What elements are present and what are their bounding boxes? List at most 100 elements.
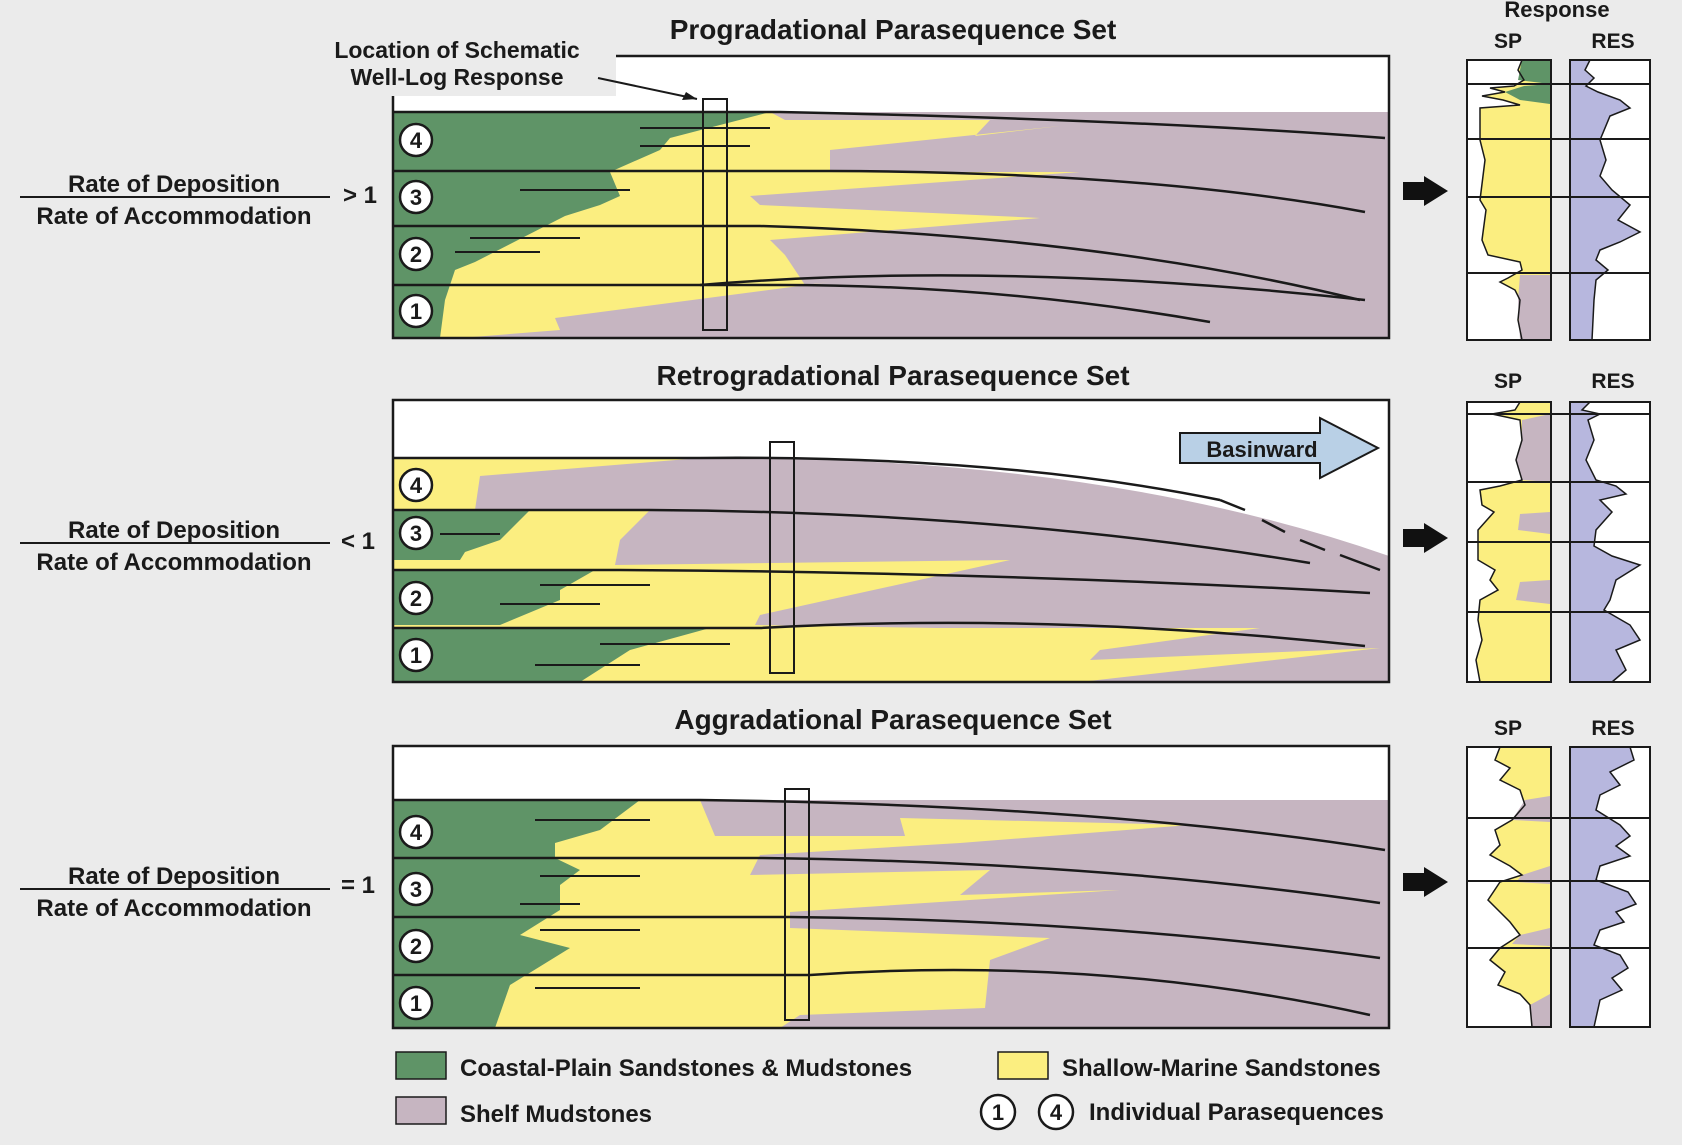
number-circle — [398, 985, 434, 1021]
cross-section-fill — [393, 110, 1389, 338]
basinward-arrow-icon — [1179, 416, 1381, 480]
sp-curve — [1487, 746, 1533, 1028]
number-circle — [398, 580, 434, 616]
parasequence-boundary — [393, 456, 1221, 502]
sp-curve-fill — [1480, 60, 1550, 340]
cross-section-frame — [391, 744, 1391, 1030]
well-log-progradational — [1466, 59, 1651, 341]
panel-title: Aggradational Parasequence Set — [674, 704, 1111, 735]
sp-curve — [1479, 59, 1526, 341]
log-gap — [1551, 747, 1570, 1027]
parasequence-boundary — [699, 274, 1366, 302]
number-label: 3 — [410, 877, 422, 902]
parasequence-boundary — [393, 169, 1366, 214]
legend-marine-label: Shallow-Marine Sandstones — [1062, 1055, 1381, 1082]
legend-number-first: 1 — [992, 1100, 1004, 1125]
coastal-plain-area — [393, 112, 770, 338]
coastal-plain-area — [393, 570, 595, 625]
parasequence-boundary — [393, 508, 1311, 565]
number-label: 4 — [410, 473, 423, 498]
number-circle — [398, 814, 434, 850]
number-circle — [398, 293, 434, 329]
panel-aggradational: Aggradational Parasequence Set 4 3 2 1 R… — [20, 704, 1651, 1030]
number-label: 4 — [410, 128, 423, 153]
well-location-box — [784, 788, 810, 1021]
res-frame — [1569, 746, 1651, 1028]
number-label: 1 — [410, 299, 422, 324]
parasequence-boundary — [393, 856, 1381, 905]
number-circle — [398, 467, 434, 503]
res-frame — [1569, 59, 1651, 341]
sp-shelf-fill — [1512, 796, 1550, 822]
number-label: 1 — [410, 991, 422, 1016]
cross-section-fill — [393, 798, 1389, 1028]
cross-section-frame — [391, 54, 1391, 340]
sp-header: SP — [1494, 30, 1522, 53]
res-curve — [1584, 59, 1642, 341]
number-circle — [398, 928, 434, 964]
log-boundaries — [1467, 817, 1650, 949]
well-location-box — [702, 98, 728, 331]
ratio-numerator: Rate of Deposition — [68, 863, 280, 890]
number-label: 3 — [410, 521, 422, 546]
number-label: 3 — [410, 185, 422, 210]
parasequence-numbers: 4 3 2 1 — [398, 122, 434, 329]
sp-coastal-fill — [1505, 84, 1550, 104]
ratio-numerator: Rate of Deposition — [68, 517, 280, 544]
sp-shelf-fill — [1516, 414, 1550, 482]
number-circle — [398, 637, 434, 673]
log-boundaries — [1467, 83, 1650, 274]
sp-header: SP — [1494, 717, 1522, 740]
number-circle — [398, 179, 434, 215]
parasequence-boundary — [393, 968, 1371, 1017]
coastal-plain-area — [393, 628, 710, 682]
right-arrow-icon — [1403, 867, 1448, 897]
res-curve-fill — [1571, 60, 1640, 340]
number-circle — [398, 236, 434, 272]
callout-line2: Well-Log Response — [351, 64, 564, 90]
parasequence-boundary — [393, 915, 1381, 960]
parasequence-numbers: 4 3 2 1 — [398, 814, 434, 1021]
legend-swatch-shelf — [395, 1096, 447, 1125]
legend-number-circle — [1037, 1093, 1075, 1131]
parasequence-boundary — [393, 621, 1366, 648]
sp-frame — [1466, 746, 1552, 1028]
well-location-box — [769, 441, 795, 674]
cross-section-frame — [391, 398, 1391, 684]
facies-tongue-lines — [440, 533, 730, 666]
well-log-retrogradational — [1466, 401, 1651, 683]
legend-shelf-label: Shelf Mudstones — [460, 1101, 652, 1128]
legend-number-last: 4 — [1050, 1100, 1063, 1125]
res-curve — [1580, 401, 1642, 683]
number-label: 1 — [410, 643, 422, 668]
parasequence-boundary — [393, 110, 1386, 140]
ratio-denominator: Rate of Accommodation — [36, 549, 311, 576]
log-gap — [1551, 60, 1570, 340]
legend-swatch-coastal — [395, 1051, 447, 1080]
sp-shelf-fill — [1518, 275, 1550, 340]
ratio-sign: > 1 — [343, 182, 377, 209]
well-log-aggradational — [1466, 746, 1651, 1028]
sp-shelf-fill — [1518, 512, 1550, 534]
right-arrow-icon — [1403, 176, 1448, 206]
callout-leader-line — [597, 77, 698, 100]
response-header: Response — [1504, 0, 1609, 22]
parasequence-boundary — [393, 568, 1371, 595]
legend: Coastal-Plain Sandstones & Mudstones Sha… — [395, 1051, 1384, 1131]
panel-title: Retrogradational Parasequence Set — [656, 360, 1129, 391]
legend-coastal-label: Coastal-Plain Sandstones & Mudstones — [460, 1055, 912, 1082]
parasequence-boundary — [393, 224, 1361, 302]
sp-coastal-fill — [1518, 60, 1550, 84]
number-circle — [398, 871, 434, 907]
legend-swatch-marine — [997, 1051, 1049, 1080]
number-label: 2 — [410, 586, 422, 611]
ratio-denominator: Rate of Accommodation — [36, 203, 311, 230]
callout-arrowhead-icon — [682, 92, 697, 100]
sp-shelf-fill — [1516, 866, 1550, 884]
log-boundaries — [1467, 413, 1650, 613]
sp-curve — [1475, 401, 1523, 683]
sp-frame — [1466, 401, 1552, 683]
ratio-sign: < 1 — [341, 528, 375, 555]
ratio-denominator: Rate of Accommodation — [36, 895, 311, 922]
